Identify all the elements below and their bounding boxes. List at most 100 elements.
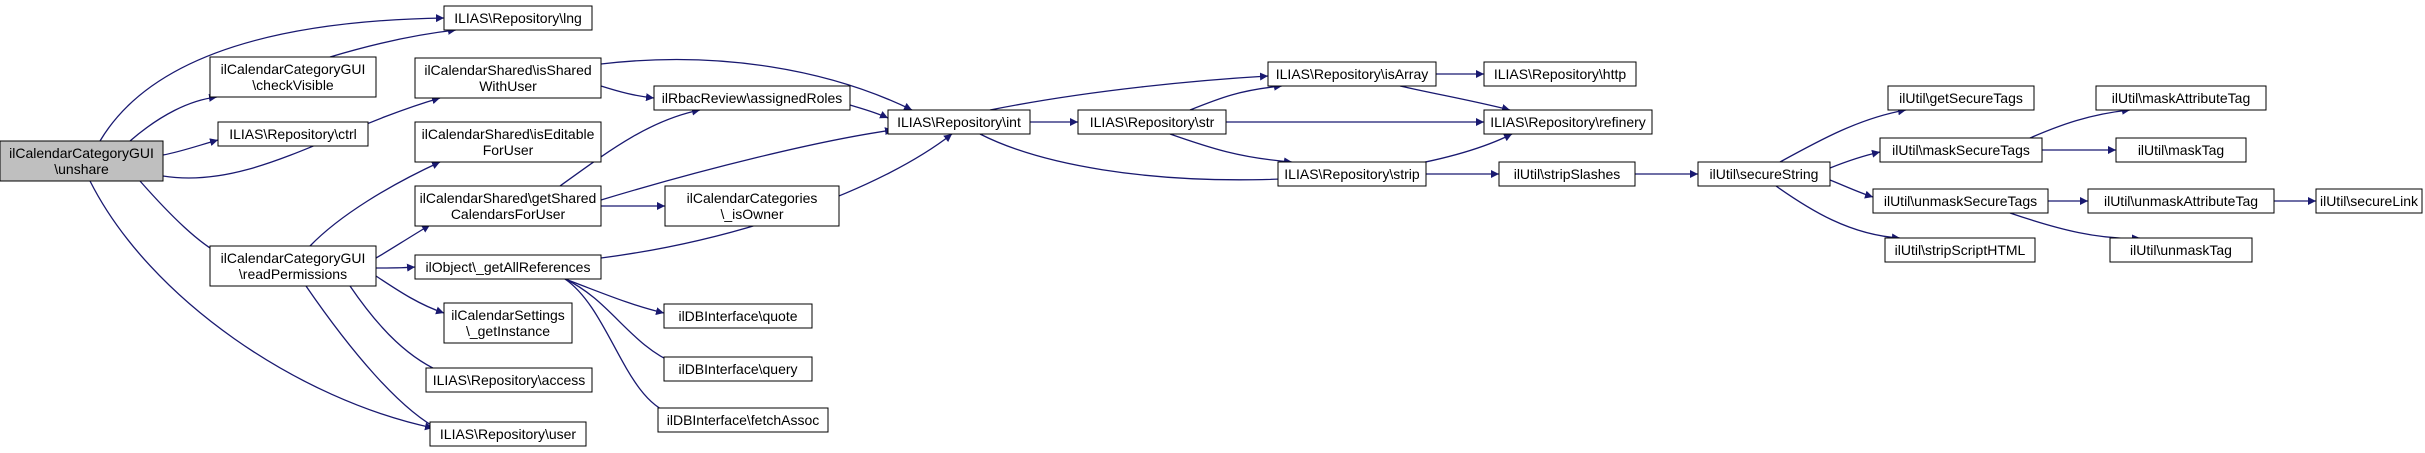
node-label: ilRbacReview\assignedRoles: [662, 90, 843, 106]
node-label: ILIAS\Repository\int: [897, 114, 1021, 130]
node-box: [209, 56, 377, 98]
node-dbQuote[interactable]: ilDBInterface\quote: [663, 303, 813, 329]
edge-maskSecureTags-to-maskAttributeTag: [2029, 106, 2131, 139]
node-label: ilCalendarShared\isShared: [424, 62, 591, 78]
edge-getAllReferences-to-dbQuery: [564, 278, 677, 365]
node-maskSecureTags[interactable]: ilUtil\maskSecureTags: [1879, 137, 2043, 163]
node-box: [1879, 137, 2043, 163]
node-secureLink[interactable]: ilUtil\secureLink: [2315, 188, 2423, 214]
node-box: [414, 254, 602, 280]
node-label: ilUtil\stripScriptHTML: [1895, 242, 2026, 258]
node-repo_refinery[interactable]: ILIAS\Repository\refinery: [1483, 109, 1653, 135]
node-maskTag[interactable]: ilUtil\maskTag: [2115, 137, 2247, 163]
node-label: ILIAS\Repository\lng: [454, 10, 582, 26]
node-box: [429, 421, 587, 447]
node-box: [653, 85, 851, 111]
node-box: [1884, 237, 2036, 263]
node-box: [1498, 161, 1636, 187]
node-label: WithUser: [479, 78, 537, 94]
node-dbQuery[interactable]: ilDBInterface\query: [663, 356, 813, 382]
node-unmaskSecureTags[interactable]: ilUtil\unmaskSecureTags: [1872, 188, 2049, 214]
edge-getSharedCalendarsForUser-to-repo_int: [600, 127, 894, 201]
node-label: ilUtil\maskTag: [2138, 142, 2224, 158]
node-box: [1872, 188, 2049, 214]
node-box: [1277, 161, 1427, 187]
node-box: [2315, 188, 2423, 214]
node-label: ilCalendarShared\isEditable: [422, 126, 595, 142]
node-box: [2115, 137, 2247, 163]
edge-getAllReferences-to-dbFetchAssoc: [564, 278, 673, 416]
node-label: ilUtil\maskSecureTags: [1892, 142, 2030, 158]
node-label: ilCalendarCategories: [687, 190, 818, 206]
edge-repo_int-to-repo_refinery: [979, 133, 1513, 181]
node-repo_lng[interactable]: ILIAS\Repository\lng: [443, 5, 593, 31]
node-checkVisible[interactable]: ilCalendarCategoryGUI\checkVisible: [209, 56, 377, 98]
node-layer: ilCalendarCategoryGUI\unshare ilCalendarC…: [0, 5, 2423, 447]
node-repo_isArray[interactable]: ILIAS\Repository\isArray: [1267, 61, 1437, 87]
node-box: [663, 356, 813, 382]
edge-secureString-to-getSecureTags: [1779, 107, 1907, 163]
node-getAllReferences[interactable]: ilObject\_getAllReferences: [414, 254, 602, 280]
node-label: ilUtil\unmaskSecureTags: [1884, 193, 2037, 209]
node-repo_str[interactable]: ILIAS\Repository\str: [1077, 109, 1227, 135]
node-isOwner[interactable]: ilCalendarCategories\_isOwner: [664, 185, 840, 227]
node-label: ILIAS\Repository\user: [440, 426, 577, 442]
node-box: [664, 185, 840, 227]
node-maskAttributeTag[interactable]: ilUtil\maskAttributeTag: [2095, 85, 2267, 111]
edge-readPermissions-to-repo_access: [349, 285, 447, 375]
node-box: [443, 5, 593, 31]
node-box: [1483, 61, 1637, 87]
edge-unmaskSecureTags-to-unmaskTag: [2009, 212, 2141, 243]
node-readPermissions[interactable]: ilCalendarCategoryGUI\readPermissions: [209, 245, 377, 287]
node-box: [414, 57, 602, 99]
node-repo_int[interactable]: ILIAS\Repository\int: [887, 109, 1031, 135]
edge-readPermissions-to-repo_user: [305, 285, 441, 431]
node-unmaskTag[interactable]: ilUtil\unmaskTag: [2109, 237, 2253, 263]
node-repo_http[interactable]: ILIAS\Repository\http: [1483, 61, 1637, 87]
node-repo_user[interactable]: ILIAS\Repository\user: [429, 421, 587, 447]
node-label: ilDBInterface\query: [678, 361, 797, 377]
node-repo_ctrl[interactable]: ILIAS\Repository\ctrl: [217, 121, 369, 147]
node-settingsGetInstance[interactable]: ilCalendarSettings\_getInstance: [443, 302, 573, 344]
edge-assignedRoles-to-repo_int: [849, 104, 889, 119]
edge-repo_isArray-to-repo_refinery: [1399, 85, 1511, 112]
edge-readPermissions-to-getSharedCalendarsForUser: [375, 224, 431, 259]
node-box: [1267, 61, 1437, 87]
node-box: [425, 367, 593, 393]
node-dbFetchAssoc[interactable]: ilDBInterface\fetchAssoc: [657, 407, 829, 433]
node-label: ILIAS\Repository\ctrl: [229, 126, 357, 142]
edge-secureString-to-unmaskSecureTags: [1829, 179, 1874, 199]
node-stripScriptHTML[interactable]: ilUtil\stripScriptHTML: [1884, 237, 2036, 263]
node-unshare[interactable]: ilCalendarCategoryGUI\unshare: [0, 140, 164, 182]
node-getSecureTags[interactable]: ilUtil\getSecureTags: [1887, 85, 2035, 111]
node-box: [0, 140, 164, 182]
node-box: [657, 407, 829, 433]
node-unmaskAttributeTag[interactable]: ilUtil\unmaskAttributeTag: [2087, 188, 2275, 214]
node-secureString[interactable]: ilUtil\secureString: [1697, 161, 1831, 187]
node-label: ILIAS\Repository\access: [433, 372, 586, 388]
node-label: ilDBInterface\fetchAssoc: [667, 412, 820, 428]
node-label: ILIAS\Repository\http: [1494, 66, 1627, 82]
edge-checkVisible-to-repo_lng: [329, 26, 457, 58]
node-repo_access[interactable]: ILIAS\Repository\access: [425, 367, 593, 393]
node-stripSlashes[interactable]: ilUtil\stripSlashes: [1498, 161, 1636, 187]
edge-getSharedCalendarsForUser-to-assignedRoles: [559, 107, 701, 187]
node-label: ilUtil\secureString: [1710, 166, 1819, 182]
edge-unshare-to-repo_ctrl: [162, 138, 219, 156]
node-label: ilCalendarSettings: [451, 307, 565, 323]
node-box: [663, 303, 813, 329]
node-label: ILIAS\Repository\refinery: [1490, 114, 1646, 130]
edge-readPermissions-to-getAllReferences: [375, 263, 416, 272]
node-assignedRoles[interactable]: ilRbacReview\assignedRoles: [653, 85, 851, 111]
node-repo_strip[interactable]: ILIAS\Repository\strip: [1277, 161, 1427, 187]
node-box: [2109, 237, 2253, 263]
node-label: ilCalendarShared\getShared: [420, 190, 597, 206]
node-label: \_getInstance: [466, 323, 550, 339]
edge-isSharedWithUser-to-repo_int: [600, 58, 913, 111]
node-label: \_isOwner: [720, 206, 783, 222]
node-getSharedCalendarsForUser[interactable]: ilCalendarShared\getSharedCalendarsForUs…: [414, 185, 602, 227]
edge-unshare-to-repo_user: [89, 180, 434, 431]
